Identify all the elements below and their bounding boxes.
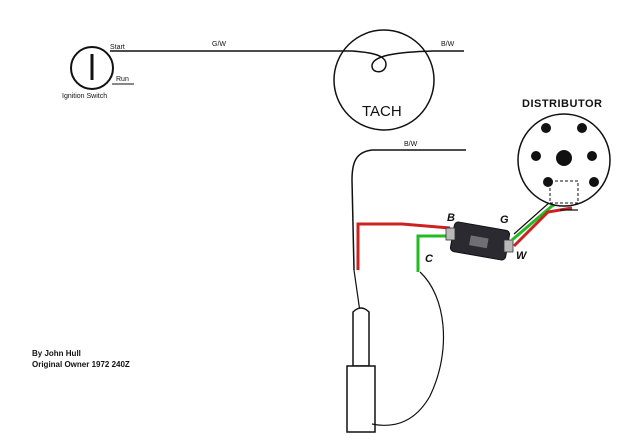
pin-c-label: C (425, 253, 434, 265)
tach-label: TACH (362, 103, 402, 120)
switch-start-label: Start (110, 44, 125, 51)
distributor-terminal-3 (531, 151, 541, 161)
bw-tach-out-label: B/W (441, 41, 455, 48)
distributor-label: DISTRIBUTOR (522, 98, 602, 110)
distributor: DISTRIBUTOR (517, 98, 611, 207)
ignition-switch-body (70, 46, 114, 90)
coil-upper-body (352, 307, 370, 367)
pin-b-label: B (447, 212, 455, 224)
credit-owner: Original Owner 1972 240Z (32, 360, 130, 369)
tach-loop-wire (351, 50, 435, 73)
distributor-center-post (556, 150, 572, 166)
distributor-terminal-1 (541, 123, 551, 133)
green-wire-c (416, 234, 452, 272)
distributor-terminal-5 (543, 177, 553, 187)
ignition-coil (346, 307, 376, 433)
pin-g-label: G (500, 214, 509, 226)
ignition-switch-label: Ignition Switch (62, 93, 107, 100)
terminal-w (503, 239, 514, 253)
bw-tach-to-coil-wire (351, 149, 466, 271)
terminal-b (445, 227, 456, 241)
switch-run-label: Run (116, 76, 129, 83)
module-center (469, 235, 489, 249)
ignition-module: B C G W (425, 212, 528, 265)
distributor-terminal-2 (577, 123, 587, 133)
distributor-terminal-6 (589, 177, 599, 187)
pin-w-label: W (516, 250, 528, 262)
c-to-coil-wire (371, 271, 445, 426)
coil-lead (353, 269, 361, 313)
credit-author: By John Hull (32, 349, 81, 358)
red-wire-b (356, 222, 451, 270)
tach-body (333, 29, 435, 131)
bw-tach-to-coil-label: B/W (404, 141, 418, 148)
tachometer: TACH (333, 29, 435, 131)
red-pickup-wire (512, 206, 573, 248)
gw-wire-label: G/W (212, 41, 226, 48)
coil-lower-body (346, 365, 376, 433)
distributor-terminal-4 (587, 151, 597, 161)
ignition-switch: Start Run Ignition Switch (62, 44, 134, 100)
